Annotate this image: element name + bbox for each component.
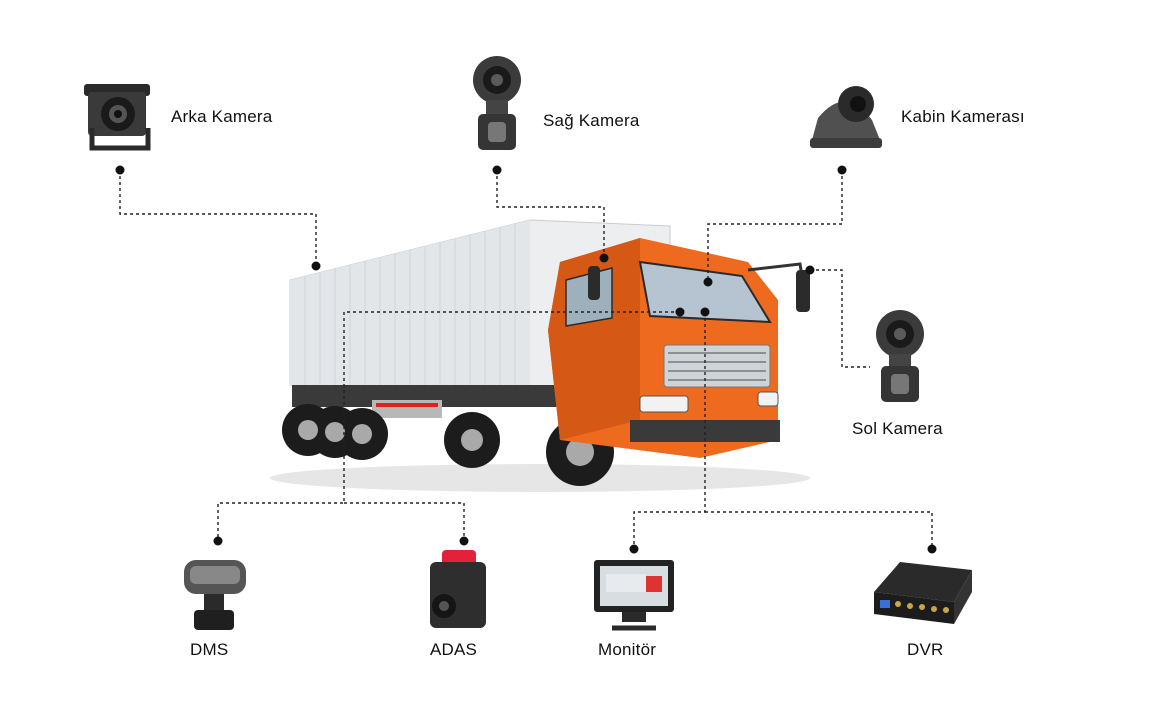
sag-kamera-label: Sağ Kamera	[543, 111, 640, 130]
sol-kamera-label: Sol Kamera	[852, 419, 943, 438]
connector-lines	[119, 170, 933, 549]
rear-camera-icon	[84, 84, 151, 151]
dome-camera-icon	[810, 86, 882, 148]
side-camera-icon	[876, 310, 924, 402]
monitor-icon	[594, 560, 674, 631]
dvr-box-icon	[874, 562, 972, 624]
arka-kamera-label: Arka Kamera	[171, 107, 273, 126]
truck-image	[270, 219, 810, 492]
dms-label: DMS	[190, 640, 229, 659]
dashcam-icon	[430, 550, 486, 628]
dms-camera-icon	[184, 560, 246, 630]
monitor-label: Monitör	[598, 640, 657, 659]
adas-label: ADAS	[430, 640, 478, 659]
dvr-label: DVR	[907, 640, 944, 659]
side-camera-icon	[473, 56, 521, 150]
kabin-kamerasi-label: Kabin Kamerası	[901, 107, 1025, 126]
connector-dots	[115, 165, 937, 554]
